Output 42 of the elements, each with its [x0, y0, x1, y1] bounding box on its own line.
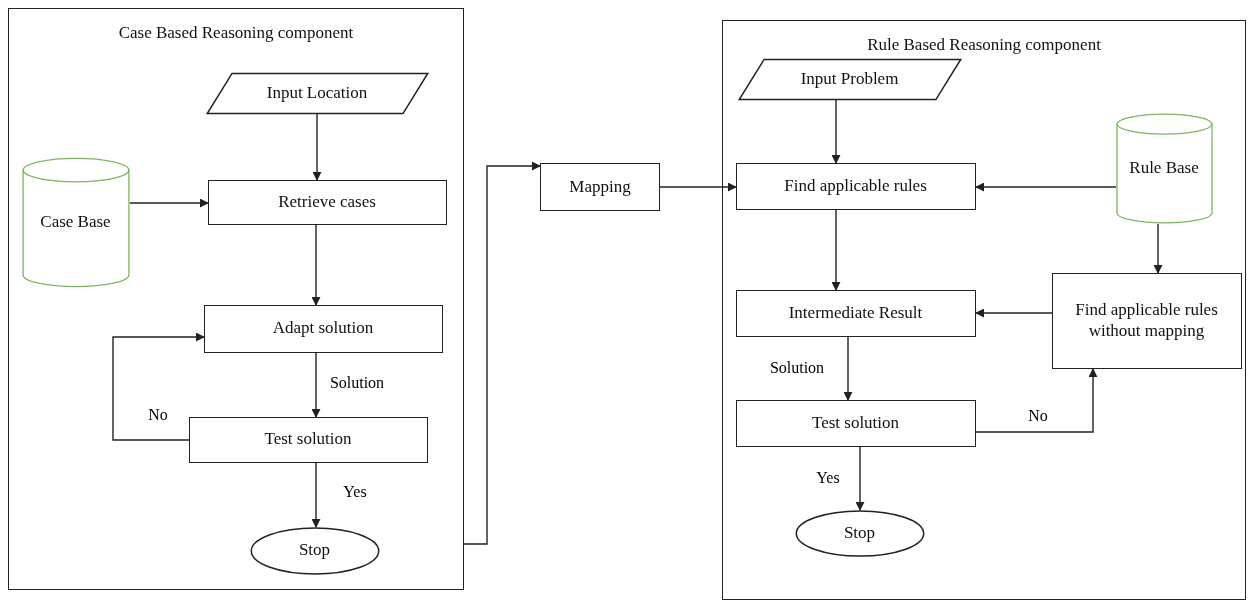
- arrow: [1153, 223, 1163, 274]
- process-box: [735, 399, 976, 447]
- node-label: Adapt solution: [271, 318, 375, 339]
- arrow: [112, 332, 205, 441]
- component-panel: [722, 20, 1246, 600]
- process-box: [540, 163, 660, 211]
- process-box: [188, 416, 428, 463]
- node-label: Input Problem: [799, 68, 900, 90]
- arrow: [129, 198, 209, 208]
- process-box: [1051, 272, 1242, 369]
- node-label: Rule Base: [1128, 157, 1200, 179]
- arrow: [659, 182, 737, 192]
- arrow: [855, 446, 865, 511]
- node-label: Retrieve cases: [277, 191, 377, 213]
- node-label: Stop: [842, 522, 877, 544]
- node-label: Mapping: [568, 176, 632, 198]
- node-label: Input Location: [265, 82, 369, 104]
- panel-title: Case Based Reasoning component: [117, 23, 355, 44]
- arrow: [831, 209, 841, 291]
- node-label: Test solution: [810, 412, 901, 434]
- arrow: [311, 352, 321, 418]
- process-box: [735, 289, 976, 337]
- node-label: Test solution: [263, 429, 353, 450]
- node-label: Find applicable rules without mapping: [1074, 300, 1219, 341]
- arrow: [975, 368, 1098, 433]
- arrow: [975, 308, 1053, 318]
- node-label: Intermediate Result: [787, 302, 924, 324]
- arrow: [311, 224, 321, 306]
- process-box: [735, 162, 976, 210]
- arrow: [975, 182, 1117, 192]
- arrow: [463, 161, 541, 545]
- arrow: [312, 113, 322, 181]
- arrow: [843, 336, 853, 401]
- node-label: Find applicable rules: [783, 175, 928, 197]
- node-label: Stop: [297, 540, 332, 561]
- arrow: [831, 99, 841, 164]
- arrow: [311, 462, 321, 528]
- process-box: [203, 304, 443, 353]
- node-label: Case Base: [39, 211, 112, 233]
- component-panel: [8, 8, 464, 590]
- panel-title: Rule Based Reasoning component: [866, 35, 1102, 56]
- process-box: [207, 179, 447, 225]
